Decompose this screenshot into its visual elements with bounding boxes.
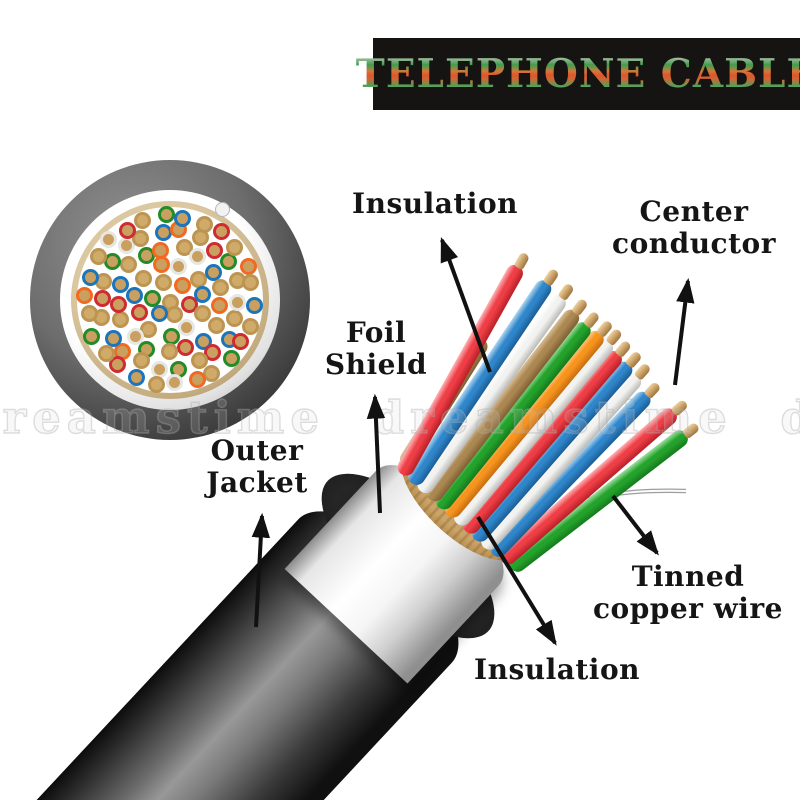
cross-section-wire-blue [245, 296, 263, 314]
cross-section-wire-tan [133, 351, 151, 369]
cross-section-wire-tan [160, 342, 178, 360]
cross-section-wire-tan [212, 278, 230, 296]
cross-section-wire-red [232, 332, 250, 350]
cross-section-wire-orange [76, 286, 94, 304]
copper-tip [570, 296, 589, 316]
cross-section-wire-blue [174, 209, 192, 227]
cross-section-wire-blue [194, 285, 212, 303]
copper-tip [542, 266, 560, 286]
label-outer-jacket: Outer Jacket [167, 435, 347, 499]
label-center-conductor-line2: conductor [612, 227, 776, 260]
watermark-text: dreamstime dreamstime dreamstime [0, 390, 800, 444]
label-foil-shield-line2: Shield [324, 348, 428, 381]
cross-section-wire-white [169, 257, 187, 275]
cross-section-wire-red [110, 295, 128, 313]
cross-section-wire-green [157, 205, 175, 223]
cross-section-wire-white [100, 231, 118, 249]
cross-section-wire-blue [205, 264, 223, 282]
cross-section-wire-red [108, 355, 126, 373]
cross-section-wire-tan [226, 239, 244, 257]
cross-section-wire-tan [89, 247, 107, 265]
cross-section-wire-tan [175, 239, 193, 257]
label-foil-shield-line1: Foil [345, 316, 407, 349]
cross-section-wire-orange [152, 241, 170, 259]
cross-section-wire-orange [239, 258, 257, 276]
cross-section-wire-tan [207, 317, 225, 335]
cross-section-wire-red [94, 289, 112, 307]
copper-tip [613, 338, 632, 358]
cross-section-wire-white [178, 319, 196, 337]
cross-section-wire-tan [241, 274, 259, 292]
cross-section-wire-blue [112, 275, 130, 293]
copper-tip [633, 361, 652, 380]
cross-section-wire-tan [154, 273, 172, 291]
cross-section-wire-blue [128, 368, 146, 386]
cross-section-wire-blue [126, 287, 144, 305]
cross-section-wire-tan [133, 211, 151, 229]
copper-tip [557, 281, 575, 301]
label-outer-jacket-line2: Jacket [206, 466, 308, 499]
cross-section-wire-green [103, 253, 121, 271]
cross-section-wire-white [189, 248, 207, 266]
label-foil-shield: Foil Shield [296, 317, 456, 381]
cross-section-wire-green [219, 253, 237, 271]
cable-cross-section [30, 160, 310, 440]
label-insulation-top: Insulation [352, 187, 518, 220]
label-tinned-line2: copper wire [592, 592, 783, 625]
cross-section-wire-tan [196, 215, 214, 233]
cross-section-wire-tan [194, 305, 212, 323]
cross-section-wires [30, 160, 310, 440]
title-text: TELEPHONE CABLE [356, 51, 800, 97]
cross-section-wire-tan [97, 344, 115, 362]
copper-tip [513, 250, 530, 270]
cross-section-wire-tan [147, 376, 165, 394]
label-center-conductor: Center conductor [594, 196, 794, 260]
cross-section-wire-white [165, 373, 183, 391]
cross-section-wire-orange [189, 370, 207, 388]
cross-section-wire-red [180, 295, 198, 313]
cross-section-wire-tan [203, 365, 221, 383]
cross-section-wire-white [126, 327, 144, 345]
label-center-conductor-line1: Center [639, 195, 749, 228]
cross-section-wire-tan [242, 317, 260, 335]
cross-section-wire-red [212, 222, 230, 240]
cross-section-wire-green [223, 349, 241, 367]
cross-section-wire-blue [105, 330, 123, 348]
cross-section-wire-tan [120, 256, 138, 274]
cross-section-wire-green [144, 290, 162, 308]
cross-section-wire-tan [131, 229, 149, 247]
cross-section-wire-tan [225, 310, 243, 328]
center-conductor-arrow [673, 277, 695, 386]
label-tinned-copper-wire: Tinned copper wire [578, 561, 798, 625]
copper-tip [582, 309, 601, 329]
cross-section-wire-red [119, 221, 137, 239]
cross-section-tinned-wire-dot [215, 202, 230, 217]
cross-section-wire-red [176, 339, 194, 357]
cross-section-wire-blue [151, 305, 169, 323]
cross-section-wire-orange [174, 277, 192, 295]
label-insulation-bottom: Insulation [474, 653, 640, 686]
label-outer-jacket-line1: Outer [210, 434, 304, 467]
label-tinned-line1: Tinned [631, 560, 745, 593]
tinned-copper-wire-arrow [611, 494, 659, 556]
cross-section-wire-white [228, 294, 246, 312]
cross-section-wire-blue [81, 269, 99, 287]
cross-section-wire-tan [81, 305, 99, 323]
cross-section-wire-red [204, 344, 222, 362]
cross-section-wire-tan [112, 310, 130, 328]
cross-section-wire-tan [135, 269, 153, 287]
cross-section-wire-green [82, 328, 100, 346]
cross-section-wire-blue [154, 224, 172, 242]
cross-section-wire-tan [190, 352, 208, 370]
cross-section-wire-tan [140, 321, 158, 339]
title-banner: TELEPHONE CABLE [356, 38, 800, 110]
cross-section-wire-red [206, 241, 224, 259]
cross-section-wire-orange [211, 296, 229, 314]
cross-section-wire-red [131, 303, 149, 321]
